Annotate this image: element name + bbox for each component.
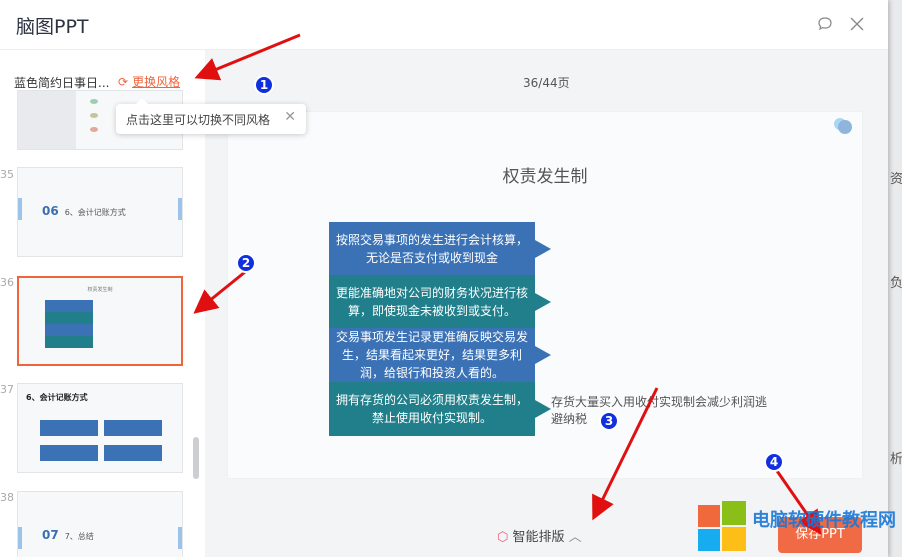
change-style-button[interactable]: ⟳更换风格 bbox=[118, 73, 180, 90]
thumb-row bbox=[45, 324, 93, 336]
slide-row: 拥有存货的公司必须用权责发生制，禁止使用收付实现制。 bbox=[329, 382, 551, 436]
slide-thumbnail-36-selected[interactable]: 权责发生制 bbox=[17, 276, 183, 366]
document-name: 蓝色简约日事日... bbox=[14, 76, 110, 90]
thumb-accent bbox=[178, 527, 182, 549]
thumb-row bbox=[45, 312, 93, 324]
thumb-box bbox=[40, 420, 98, 436]
refresh-icon: ⟳ bbox=[118, 75, 129, 89]
thumb-accent bbox=[18, 198, 22, 220]
style-tooltip: 点击这里可以切换不同风格 ✕ bbox=[116, 98, 306, 134]
chevron-up-icon: ︿ bbox=[568, 530, 582, 545]
slide-row: 按照交易事项的发生进行会计核算，无论是否支付或收到现金 bbox=[329, 222, 551, 276]
thumb-title: 权责发生制 bbox=[87, 287, 113, 293]
smart-layout-button[interactable]: ⬡ 智能排版 ︿ bbox=[497, 526, 582, 545]
dialog-title: 脑图PPT bbox=[16, 16, 89, 38]
slide-number: 36 bbox=[0, 276, 14, 289]
slide-note: 存货大量买入用收付实现制会减少利润逃避纳税 bbox=[551, 395, 768, 426]
thumb-dot bbox=[90, 99, 98, 104]
slide-preview: 权责发生制 按照交易事项的发生进行会计核算，无论是否支付或收到现金 更能准确地对… bbox=[228, 112, 862, 478]
slide-number: 37 bbox=[0, 383, 14, 396]
sidebar-scrollbar[interactable] bbox=[193, 437, 199, 479]
thumb-image-placeholder bbox=[18, 91, 76, 149]
thumb-dot bbox=[90, 127, 98, 132]
cube-icon: ⬡ bbox=[497, 530, 509, 545]
thumb-box bbox=[104, 445, 162, 461]
thumb-accent bbox=[178, 198, 182, 220]
tooltip-close-icon[interactable]: ✕ bbox=[284, 109, 296, 125]
smart-layout-label: 智能排版 bbox=[512, 530, 565, 545]
background-text: 负 bbox=[890, 276, 902, 291]
thumb-row bbox=[45, 300, 93, 312]
slide-number: 35 bbox=[0, 168, 14, 181]
chat-bubble-icon[interactable] bbox=[815, 14, 835, 34]
change-style-label: 更换风格 bbox=[132, 75, 181, 89]
title-bar: 脑图PPT bbox=[0, 0, 888, 50]
thumb-dot bbox=[90, 113, 98, 118]
thumb-accent bbox=[18, 527, 22, 549]
page-count: 36/44页 bbox=[523, 76, 570, 90]
slide-row: 更能准确地对公司的财务状况进行核算，即使现金未被收到或支付。 bbox=[329, 275, 551, 329]
slide-number: 38 bbox=[0, 491, 14, 504]
save-ppt-button[interactable]: 保存PPT bbox=[778, 517, 862, 553]
thumb-row bbox=[45, 336, 93, 348]
tooltip-text: 点击这里可以切换不同风格 bbox=[126, 113, 271, 127]
decorative-dots-icon bbox=[834, 118, 852, 134]
close-icon[interactable] bbox=[847, 14, 867, 34]
thumb-box bbox=[104, 420, 162, 436]
slide-title: 权责发生制 bbox=[502, 167, 588, 187]
background-text: 资 bbox=[890, 172, 902, 187]
slide-thumbnail-37[interactable]: 6、会计记账方式 bbox=[17, 383, 183, 473]
slide-row: 交易事项发生记录更准确反映交易发生，结果看起来更好，结果更多利润，给银行和投资人… bbox=[329, 328, 551, 382]
thumb-title: 6、会计记账方式 bbox=[26, 393, 88, 402]
thumb-box bbox=[40, 445, 98, 461]
background-text: 析 bbox=[890, 452, 902, 467]
